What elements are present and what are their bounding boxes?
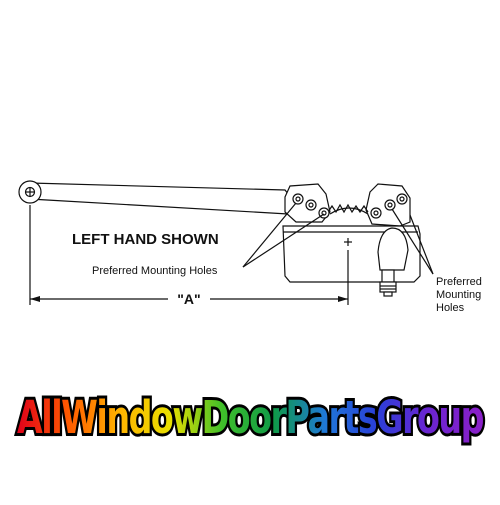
orientation-label: LEFT HAND SHOWN [72,231,219,248]
dimension-a [29,205,349,305]
mounting-holes-label-left: Preferred Mounting Holes [92,265,218,277]
mounting-holes [292,193,408,219]
brand-logo: AllWindowDoorPartsGroup [17,391,484,444]
mounting-holes-label-right-line3: Holes [436,302,465,314]
dimension-a-label: "A" [177,291,200,307]
operator-base [282,183,421,297]
operator-arm [18,180,297,215]
callout-leaders [242,202,434,275]
mounting-holes-label-right-line1: Preferred [436,276,482,288]
mounting-holes-label-right-line2: Mounting [436,289,481,301]
